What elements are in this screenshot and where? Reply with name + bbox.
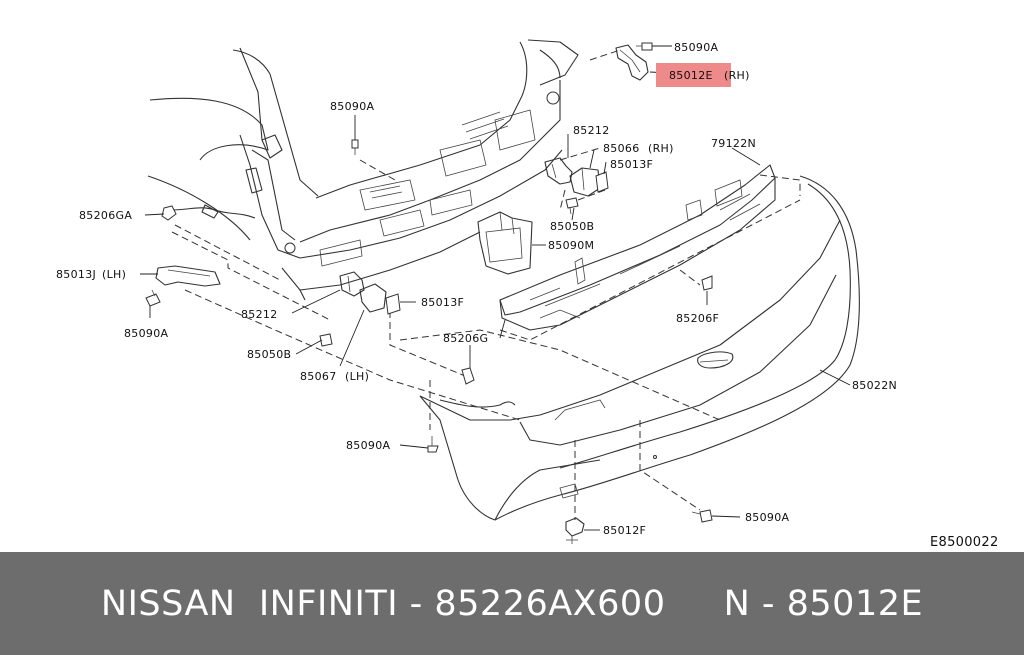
label-85066[interactable]: 85066 [603, 142, 640, 155]
label-85012e[interactable]: 85012E [669, 69, 713, 82]
label-85206ga[interactable]: 85206GA [79, 209, 132, 222]
part-number-title: NISSAN INFINITI - 85226AX600 N - 85012E [100, 583, 924, 624]
hardware-parts [145, 42, 713, 544]
label-85212-lower[interactable]: 85212 [241, 308, 278, 321]
wire-harness [171, 204, 256, 219]
highlight-85012e [656, 63, 731, 87]
label-85066-side: (RH) [648, 142, 674, 155]
label-85090a-upper[interactable]: 85090A [330, 100, 374, 113]
label-85012e-side: (RH) [724, 69, 750, 82]
rear-body-panel [147, 39, 579, 301]
label-85090m[interactable]: 85090M [548, 239, 594, 252]
part-labels: 85090A 85012E (RH) 85090A 85212 85066 (R… [56, 41, 999, 550]
bumper-reinforcement [499, 164, 776, 331]
part-number-banner: NISSAN INFINITI - 85226AX600 N - 85012E [0, 552, 1024, 655]
label-85013f-lower[interactable]: 85013F [421, 296, 464, 309]
label-85090a-top[interactable]: 85090A [674, 41, 718, 54]
label-85013j-side: (LH) [102, 268, 126, 281]
label-85090a-left[interactable]: 85090A [124, 327, 168, 340]
label-85090a-mid[interactable]: 85090A [346, 439, 390, 452]
label-85013f-upper[interactable]: 85013F [610, 158, 653, 171]
label-85206g[interactable]: 85206G [443, 332, 488, 345]
label-85067[interactable]: 85067 [300, 370, 337, 383]
label-85022n[interactable]: 85022N [852, 379, 897, 392]
label-85067-side: (LH) [345, 370, 369, 383]
label-85212-upper[interactable]: 85212 [573, 124, 610, 137]
bracket-85090m [477, 211, 533, 275]
label-85050b-lower[interactable]: 85050B [247, 348, 291, 361]
exploded-parts-diagram: 85090A 85012E (RH) 85090A 85212 85066 (R… [56, 39, 999, 550]
label-85206f[interactable]: 85206F [676, 312, 719, 325]
label-85090a-bottom[interactable]: 85090A [745, 511, 789, 524]
leader-lines [140, 45, 851, 531]
bumper-fascia [419, 175, 860, 521]
label-79122n[interactable]: 79122N [711, 137, 756, 150]
label-85012f[interactable]: 85012F [603, 524, 646, 537]
diagram-code: E8500022 [930, 535, 999, 550]
assembly-guide-lines [171, 49, 801, 520]
label-85050b-upper[interactable]: 85050B [550, 220, 594, 233]
label-85013j[interactable]: 85013J [56, 268, 96, 281]
